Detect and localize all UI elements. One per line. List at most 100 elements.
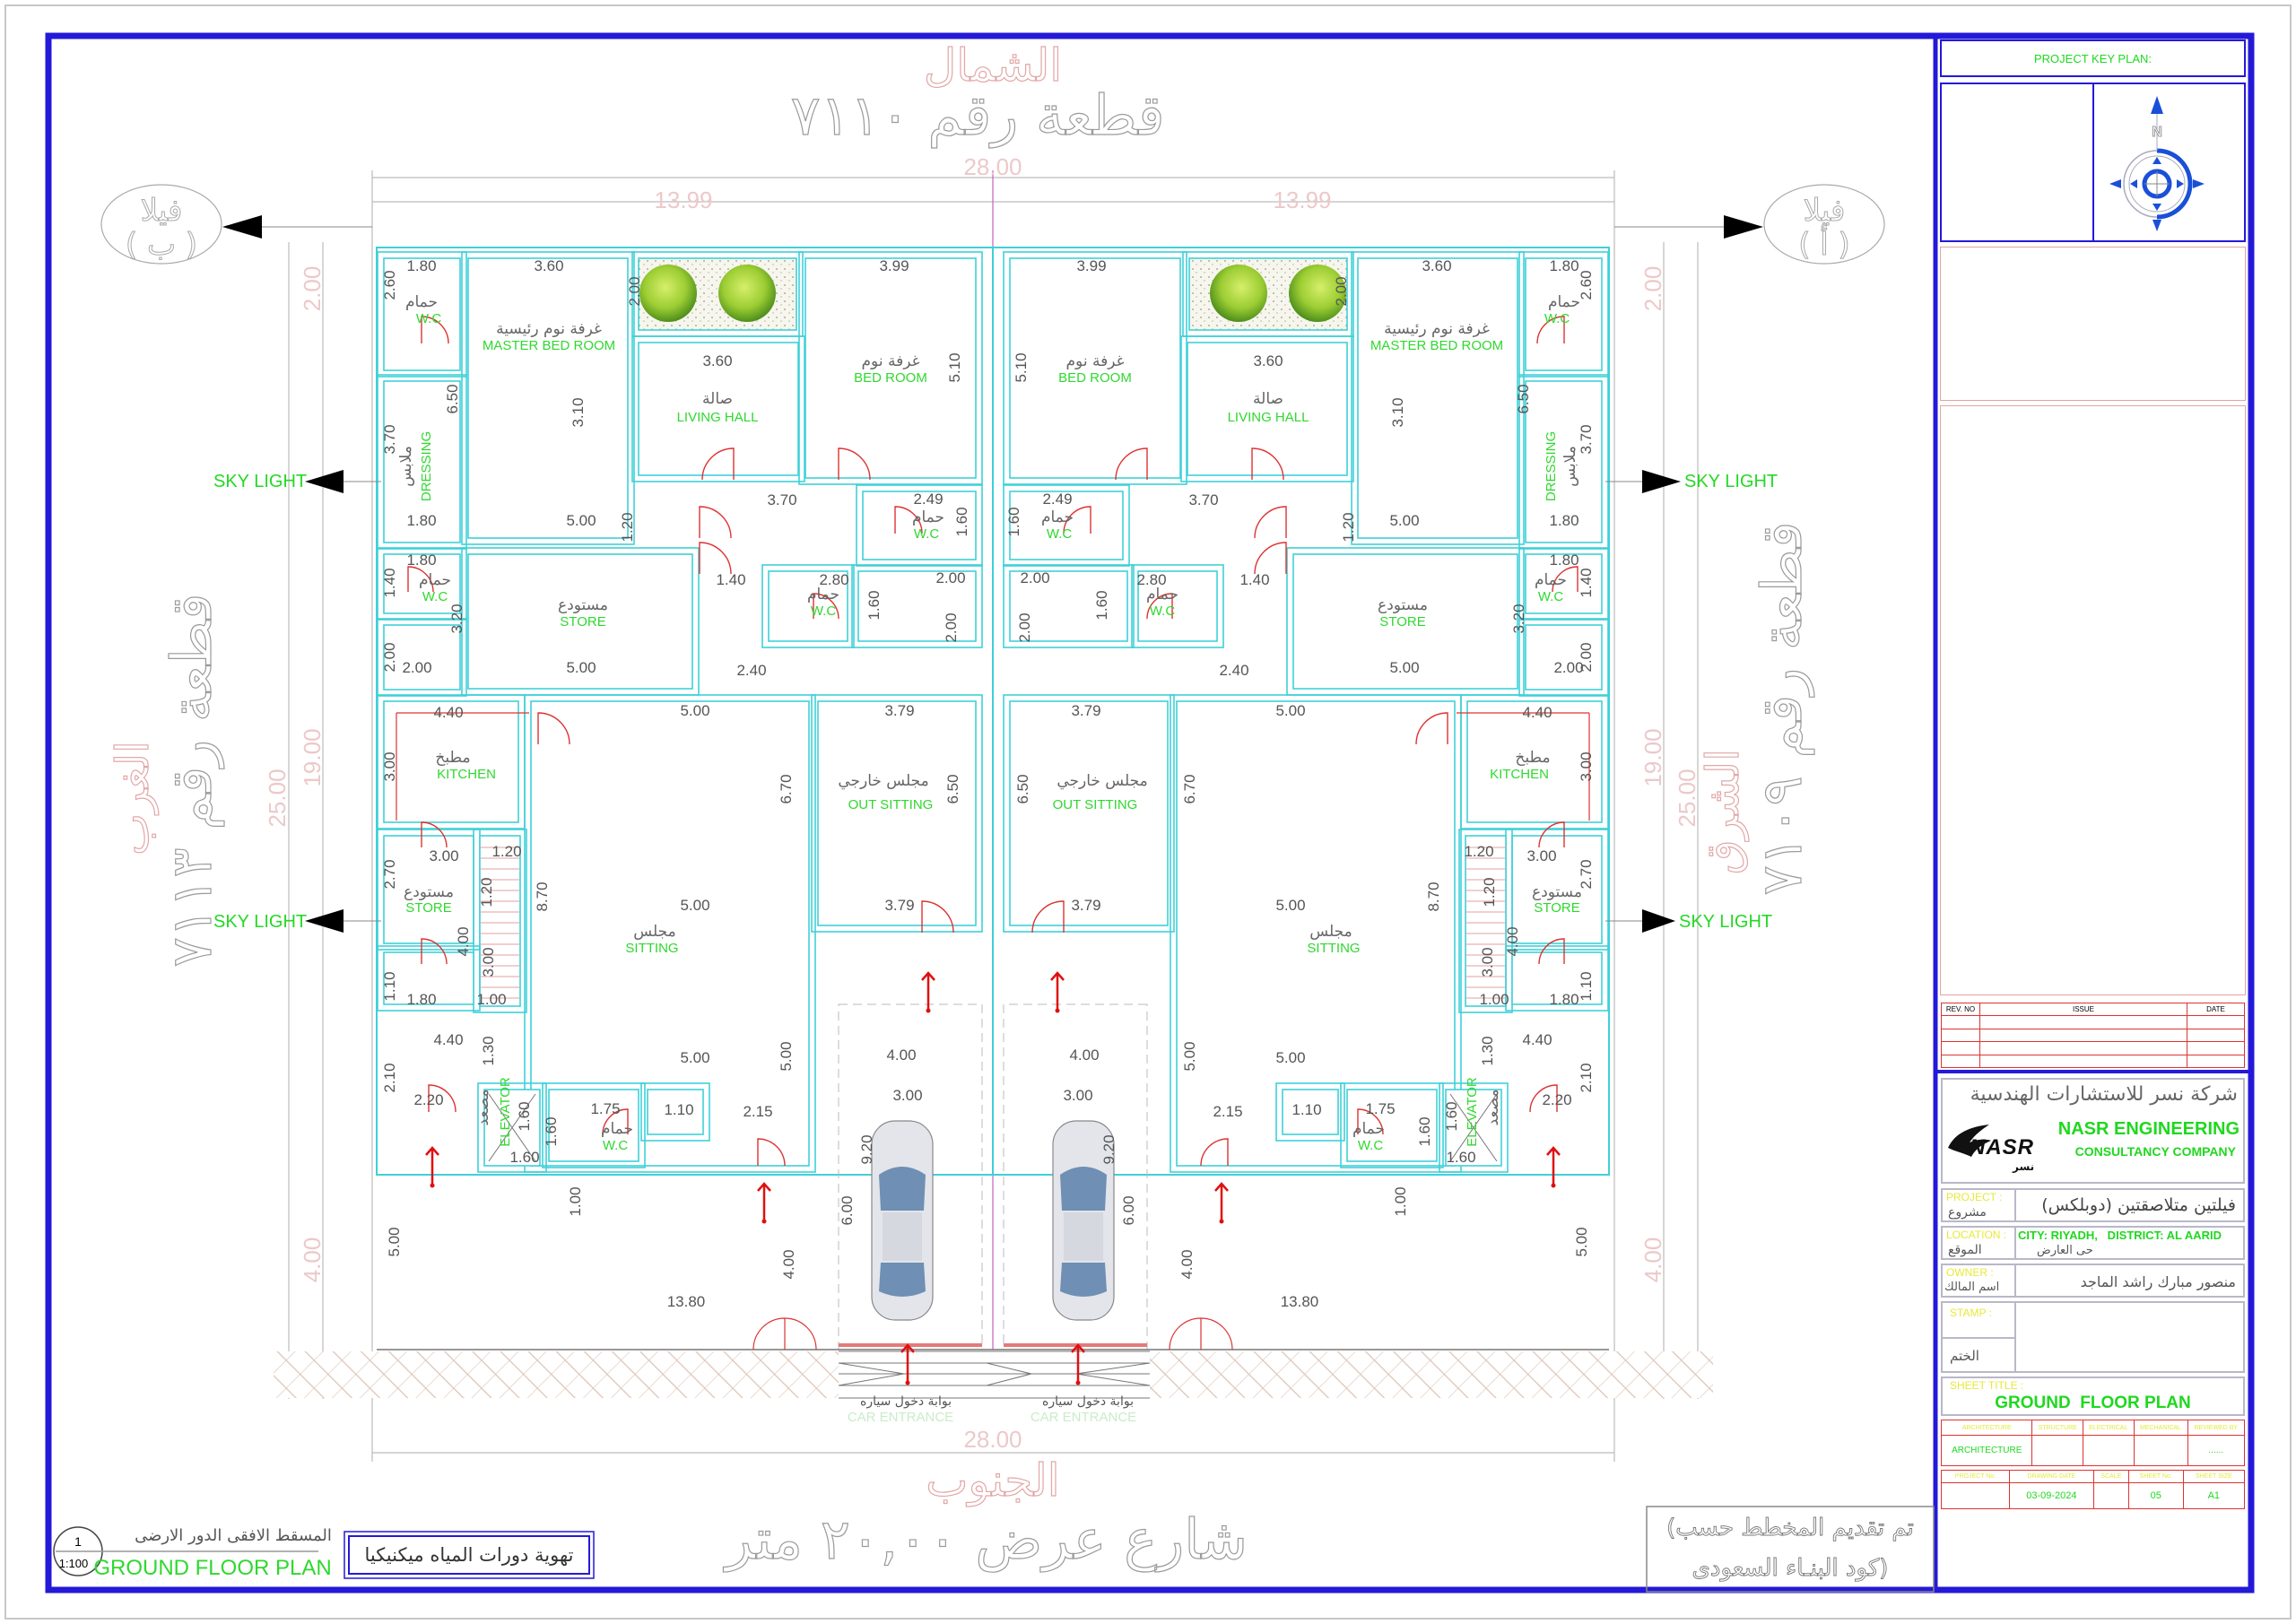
- discipline-table: ARCHITECTURE STRUCTURE ELECTRICAL MECHAN…: [1940, 1420, 2245, 1466]
- villa-b-room-label: مستودع: [404, 883, 454, 901]
- project-row: PROJECT : مشروع فيلتين متلاصقتين (دوبلكس…: [1941, 1188, 2245, 1222]
- sheet-title-row: SHEET TITLE : GROUND FLOOR PLAN: [1941, 1376, 2245, 1416]
- villa-b-dimension-label: 1.10: [664, 1101, 693, 1118]
- villa-b-dimension-label: 6.00: [839, 1195, 856, 1225]
- rear-setback-left: 2.00: [299, 266, 326, 312]
- location-row: LOCATION : الموقع CITY: RIYADH, DISTRICT…: [1941, 1226, 2245, 1260]
- arrow-left-icon: [305, 470, 344, 493]
- door-swing-icon: [421, 938, 448, 965]
- villa-b-room-label: LIVING HALL: [677, 410, 759, 425]
- ventilation-note: تهوية دورات المياه ميكنيكيا: [364, 1544, 573, 1566]
- sky-light-label: SKY LIGHT: [1679, 912, 1772, 932]
- info-header: SHEET No.: [2127, 1470, 2184, 1483]
- villa-b-room-label: حمام: [912, 508, 944, 526]
- villa-a-dimension-label: 4.00: [1178, 1249, 1196, 1279]
- villa-b-room-label: مصعد: [474, 1090, 492, 1126]
- villa-a-dimension-label: 1.10: [1292, 1101, 1321, 1118]
- villa-a-room-label: حمام: [1041, 508, 1074, 526]
- door-swing-icon: [701, 447, 735, 481]
- code-note-line-2: كود البنـاء السعودى): [1692, 1555, 1889, 1582]
- villa-b-dimension-label: 5.00: [778, 1041, 795, 1071]
- villa-b-room-label: SITTING: [625, 941, 678, 956]
- villa-a-dimension-label: 9.20: [1100, 1134, 1118, 1164]
- door-swing-icon: [699, 506, 732, 539]
- stamp-row: STAMP : الختم: [1941, 1301, 2245, 1373]
- villa-a-dimension-label: 5.10: [1013, 352, 1030, 382]
- villa-a-room-label: W.C: [1047, 526, 1072, 542]
- villa-a-room-label: صالة: [1253, 390, 1283, 408]
- sheet-title-label: SHEET TITLE :: [1950, 1379, 2024, 1392]
- villa-b-dimension-label: 1.80: [406, 512, 436, 529]
- villa-b-room-label: مطبخ: [435, 749, 470, 767]
- villa-a-dimension-label: 1.80: [1549, 512, 1578, 529]
- villa-b-room-label: STORE: [560, 614, 605, 630]
- villa-a-dimension-label: 2.15: [1213, 1103, 1242, 1120]
- stamp-label: STAMP :: [1950, 1307, 1992, 1319]
- villa-a-room-label: مستودع: [1532, 883, 1582, 901]
- villa-a-dimension-label: 3.00: [1479, 947, 1496, 977]
- north-compass-icon: N: [2109, 96, 2205, 231]
- villa-a-room-label: مجلس: [1309, 923, 1352, 941]
- villa-b-room-label: غرفة نوم: [862, 352, 920, 370]
- villa-b-room-label: W.C: [914, 526, 939, 542]
- driveway-ramp: [838, 1350, 1151, 1399]
- villa-a-dimension-label: 3.10: [1389, 397, 1406, 427]
- door-swing-icon: [757, 1138, 786, 1167]
- overall-width-bottom: 28.00: [963, 1426, 1022, 1453]
- scale-value: [2092, 1482, 2129, 1509]
- villa-a-room-label: مستودع: [1378, 596, 1428, 614]
- plot-depth-right: 25.00: [1674, 769, 1700, 827]
- villa-a-room-label: مجلس خارجي: [1057, 772, 1147, 790]
- discipline-value: [2133, 1435, 2188, 1466]
- villa-b-dimension-label: 1.20: [619, 512, 636, 542]
- info-header: SCALE: [2092, 1470, 2129, 1483]
- villa-a-dimension-label: 1.60: [1005, 507, 1022, 536]
- villa-a-dimension-label: 5.00: [1573, 1227, 1590, 1256]
- villa-a-dimension-label: 2.49: [1042, 491, 1072, 508]
- bedroom: [798, 251, 983, 485]
- discipline-header: ARCHITECTURE: [1940, 1420, 2033, 1436]
- villa-a-dimension-label: 3.70: [1578, 424, 1595, 454]
- villa-b-dimension-label: 2.20: [413, 1091, 443, 1108]
- villa-b-room-label: W.C: [416, 311, 441, 326]
- villa-b-dimension-label: 5.00: [566, 512, 596, 529]
- villa-a-dimension-label: 1.30: [1479, 1036, 1496, 1065]
- discipline-value: [2031, 1435, 2083, 1466]
- arrow-left-icon: [305, 909, 344, 933]
- key-plan-title-box: PROJECT KEY PLAN:: [1940, 39, 2246, 77]
- villa-a-dimension-label: 3.00: [1063, 1087, 1092, 1104]
- stamp-label-ar: الختم: [1950, 1348, 1979, 1364]
- project-label-ar: مشروع: [1948, 1205, 1987, 1220]
- villa-b-dimension-label: 5.00: [680, 1049, 709, 1066]
- villa-a-room-label: غرفة نوم: [1066, 352, 1125, 370]
- villa-a-dimension-label: 2.00: [1016, 612, 1033, 642]
- villa-a-word: فيلا: [1804, 193, 1846, 229]
- villa-a-dimension-label: 3.99: [1076, 257, 1106, 274]
- entry-arrow-icon: [921, 971, 935, 1009]
- store-room: [377, 829, 481, 951]
- issue-header: ISSUE: [1979, 1003, 2187, 1016]
- villa-b-dimension-label: 1.40: [381, 568, 398, 597]
- location-value: CITY: RIYADH, DISTRICT: AL AARID: [2018, 1229, 2222, 1242]
- sheet-blue-frame: [45, 32, 2255, 1594]
- villa-a-dimension-label: 2.80: [1136, 571, 1166, 588]
- door-swing-icon: [602, 1108, 629, 1135]
- kitchen: [377, 694, 526, 829]
- villa-a-dimension-label: 4.00: [1504, 926, 1521, 956]
- door-swing-icon: [537, 712, 570, 745]
- villa-a-dimension-label: 1.40: [1578, 568, 1595, 597]
- entry-arrow-icon: [757, 1182, 771, 1220]
- entry-arrow-icon: [425, 1146, 439, 1184]
- villa-b-dimension-label: 1.00: [476, 991, 506, 1008]
- compass-north-label: N: [2152, 125, 2162, 140]
- sheet-outer-border: [4, 4, 2292, 1620]
- villa-b-dimension-label: 1.80: [406, 551, 436, 569]
- villa-b-dimension-label: 3.00: [892, 1087, 922, 1104]
- villa-a-dimension-label: 6.70: [1181, 774, 1198, 803]
- villa-b-room-label: W.C: [603, 1138, 628, 1153]
- villa-a-dimension-label: 1.00: [1392, 1186, 1409, 1216]
- car-entrance-label: CAR ENTRANCE: [1031, 1410, 1136, 1425]
- dressing-room: [377, 374, 467, 550]
- discipline-value: ......: [2187, 1435, 2245, 1466]
- owner-value: منصور مبارك راشد الماجد: [2080, 1273, 2236, 1290]
